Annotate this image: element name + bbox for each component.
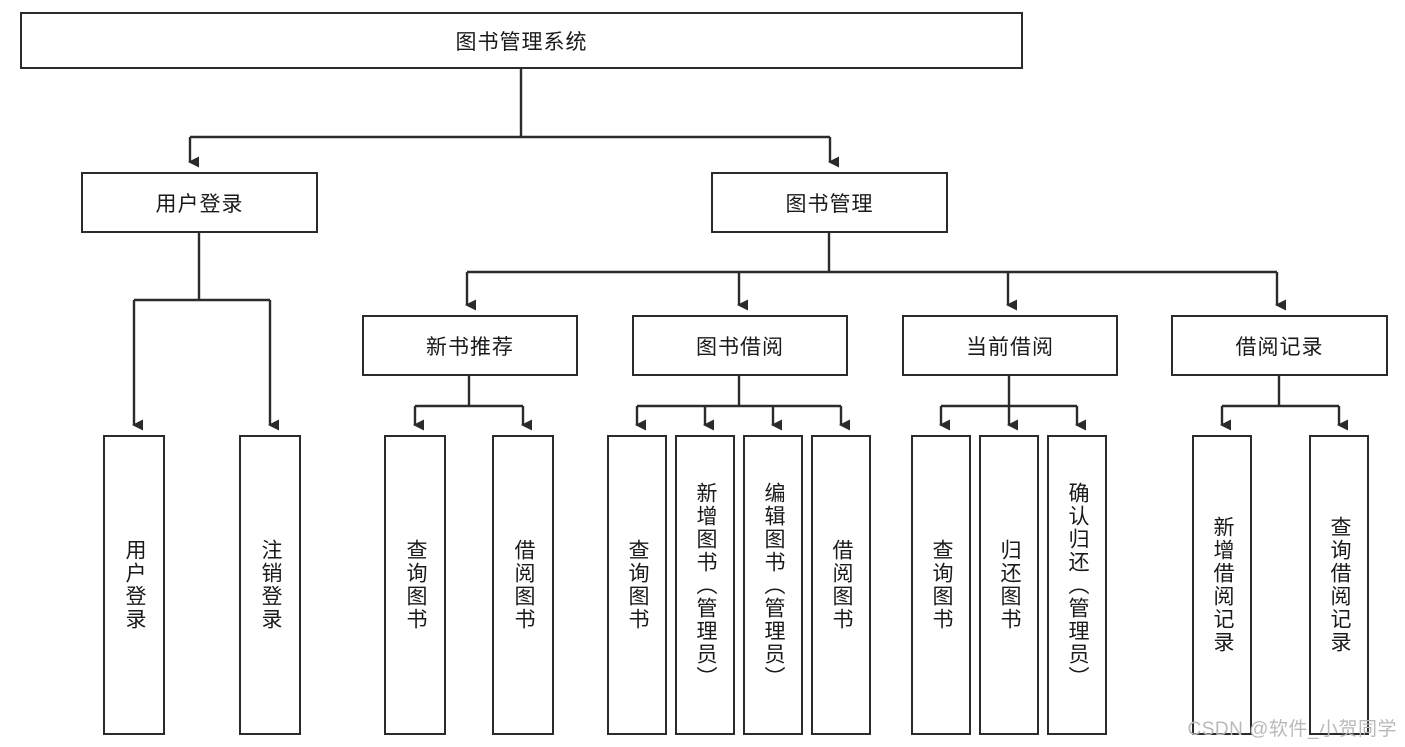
node-leaf-logout[interactable]: 注销登录 <box>239 435 301 735</box>
node-book-management[interactable]: 图书管理 <box>711 172 948 233</box>
node-label: 当前借阅 <box>966 335 1054 359</box>
node-leaf-return-books[interactable]: 归还图书 <box>979 435 1039 735</box>
node-label: 用户登录 <box>155 192 244 216</box>
node-book-borrow[interactable]: 图书借阅 <box>632 315 848 376</box>
node-leaf-borrow-books[interactable]: 借阅图书 <box>811 435 871 735</box>
node-leaf-borrow-books-recommend[interactable]: 借阅图书 <box>492 435 554 735</box>
node-leaf-query-books-borrow[interactable]: 查询图书 <box>607 435 667 735</box>
node-label: 借阅图书 <box>830 539 854 631</box>
node-label: 图书管理系统 <box>455 30 588 54</box>
node-leaf-add-borrow-record[interactable]: 新增借阅记录 <box>1192 435 1252 735</box>
node-label: 查询图书 <box>930 539 954 631</box>
node-borrow-record[interactable]: 借阅记录 <box>1171 315 1388 376</box>
node-label: 确认归还（管理员） <box>1066 481 1090 689</box>
node-current-borrow[interactable]: 当前借阅 <box>902 315 1118 376</box>
node-label: 图书管理 <box>785 192 874 216</box>
node-label: 编辑图书（管理员） <box>762 481 786 689</box>
node-leaf-query-books-recommend[interactable]: 查询图书 <box>384 435 446 735</box>
node-user-login[interactable]: 用户登录 <box>81 172 318 233</box>
node-root-book-management-system[interactable]: 图书管理系统 <box>20 12 1023 69</box>
node-label: 图书借阅 <box>696 335 784 359</box>
node-new-book-recommend[interactable]: 新书推荐 <box>362 315 578 376</box>
node-label: 借阅记录 <box>1235 335 1324 359</box>
node-leaf-query-borrow-record[interactable]: 查询借阅记录 <box>1309 435 1369 735</box>
node-label: 查询图书 <box>626 539 650 631</box>
node-leaf-query-books-current[interactable]: 查询图书 <box>911 435 971 735</box>
node-label: 新增借阅记录 <box>1211 516 1235 654</box>
node-leaf-user-login[interactable]: 用户登录 <box>103 435 165 735</box>
node-leaf-confirm-return-admin[interactable]: 确认归还（管理员） <box>1047 435 1107 735</box>
node-label: 注销登录 <box>259 539 283 631</box>
node-label: 查询图书 <box>404 539 428 631</box>
node-label: 查询借阅记录 <box>1328 516 1352 654</box>
node-label: 新书推荐 <box>426 335 514 359</box>
node-leaf-add-book-admin[interactable]: 新增图书（管理员） <box>675 435 735 735</box>
node-label: 借阅图书 <box>512 539 536 631</box>
node-label: 新增图书（管理员） <box>694 481 718 689</box>
node-label: 用户登录 <box>123 539 147 631</box>
node-leaf-edit-book-admin[interactable]: 编辑图书（管理员） <box>743 435 803 735</box>
node-label: 归还图书 <box>998 539 1022 631</box>
